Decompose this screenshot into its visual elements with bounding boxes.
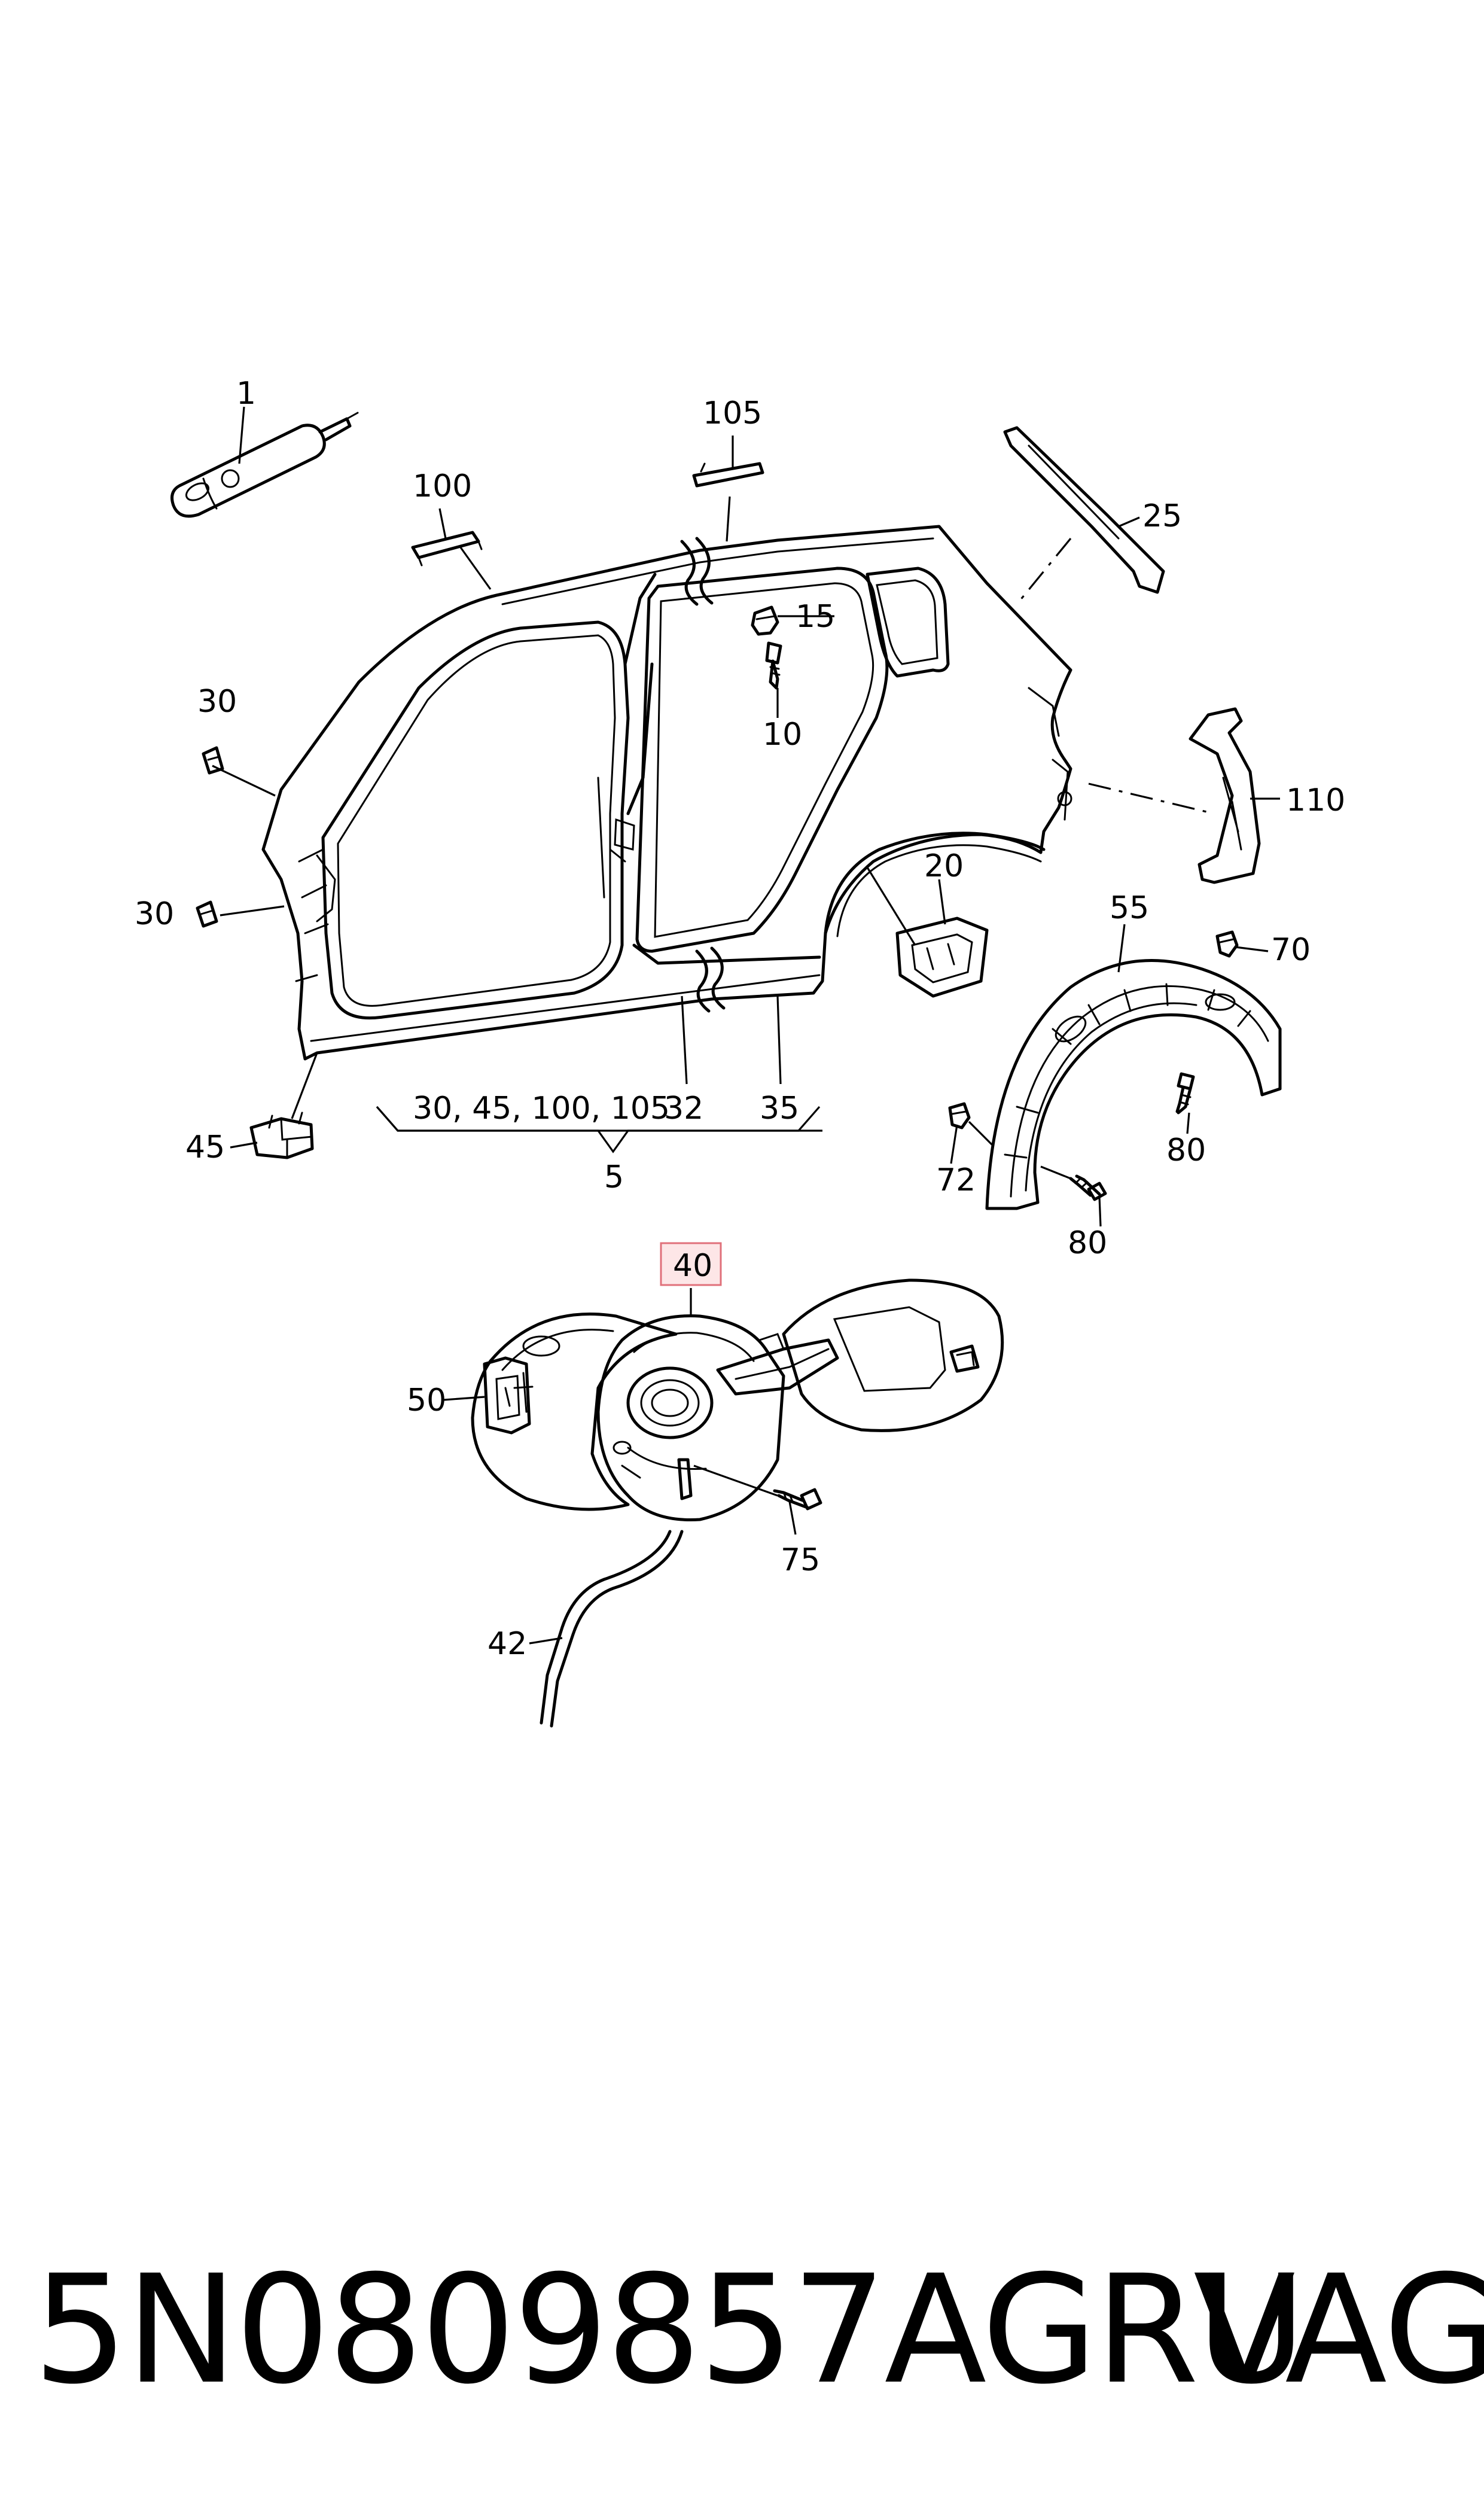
part-100-pad <box>411 531 483 567</box>
part-40-fuel-door <box>782 1278 1004 1432</box>
callout-75: 75 <box>781 1542 820 1578</box>
part-42-drain-hose <box>540 1530 684 1728</box>
part-75-screw <box>773 1488 822 1511</box>
callout-32: 32 <box>664 1091 703 1126</box>
callout-110: 110 <box>1286 783 1345 818</box>
leader-lines <box>212 406 1280 1645</box>
part-number: 5N0809857AGRU <box>33 2243 1306 2417</box>
callout-20: 20 <box>924 848 964 884</box>
callout-40: 40 <box>673 1248 712 1284</box>
callout-72: 72 <box>936 1162 976 1198</box>
part-15-clip <box>751 605 779 636</box>
callout-30-upper: 30 <box>197 684 237 720</box>
callout-1: 1 <box>236 376 256 412</box>
part-40-fuel-filler-housing <box>596 1314 839 1521</box>
part-5-side-panel <box>261 525 1072 1061</box>
part-30-clip-lower <box>196 900 218 928</box>
callout-10: 10 <box>763 717 802 753</box>
callout-80-upper: 80 <box>1166 1132 1206 1168</box>
callout-55: 55 <box>1110 890 1149 926</box>
panel-cut-marks <box>680 537 726 1013</box>
callout-100: 100 <box>413 468 472 504</box>
part-55-wheelhouse-liner <box>985 958 1282 1210</box>
exploded-view-drawing: 1 100 105 25 15 10 30 30 110 20 55 70 45… <box>135 376 1345 1728</box>
part-80-screw-lower <box>1069 1174 1107 1201</box>
callout-labels: 1 100 105 25 15 10 30 30 110 20 55 70 45… <box>135 376 1345 1662</box>
part-105-pad <box>692 462 764 488</box>
callout-5: 5 <box>604 1159 624 1195</box>
group-bracket-5-line <box>376 1106 821 1153</box>
part-30-clip-upper <box>202 746 224 775</box>
callout-45: 45 <box>185 1129 225 1165</box>
part-70-clip <box>1215 930 1239 958</box>
callout-35: 35 <box>760 1091 799 1126</box>
part-25-strip <box>1003 426 1165 594</box>
callout-70: 70 <box>1271 932 1311 968</box>
callout-25: 25 <box>1142 498 1182 534</box>
callout-105: 105 <box>703 395 762 431</box>
brand-name: VAG <box>1193 2243 1484 2417</box>
parts-diagram: 1 100 105 25 15 10 30 30 110 20 55 70 45… <box>135 376 1345 1728</box>
callout-80-lower: 80 <box>1068 1225 1107 1261</box>
callout-40-highlight <box>660 1242 722 1286</box>
callout-15: 15 <box>796 599 835 635</box>
callout-30-lower: 30 <box>135 896 174 932</box>
part-80-screw-upper <box>1175 1072 1195 1115</box>
part-touch-up-pen <box>170 412 359 518</box>
callout-group-list: 30, 45, 100, 105 <box>413 1091 670 1126</box>
callout-50: 50 <box>407 1383 446 1418</box>
part-50-fuel-flap-cover <box>471 1313 678 1511</box>
part-45-bracket <box>249 1112 314 1159</box>
part-10-screw <box>765 641 782 690</box>
part-72-clip <box>948 1102 971 1129</box>
part-110-bracket <box>1189 707 1261 884</box>
part-20-box <box>895 917 989 998</box>
callout-42: 42 <box>487 1626 527 1662</box>
